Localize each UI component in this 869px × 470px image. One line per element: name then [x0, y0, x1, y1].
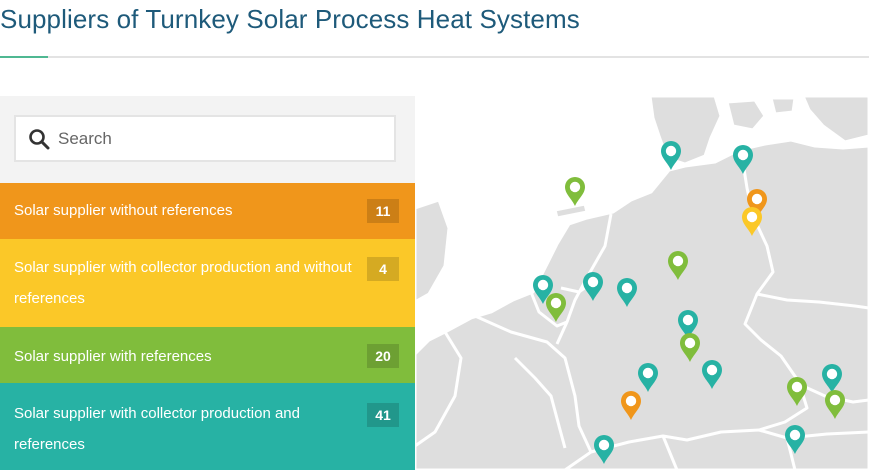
search-input[interactable]	[58, 117, 388, 160]
title-divider	[0, 56, 869, 58]
filter-sidebar: Solar supplier without references 11 Sol…	[0, 96, 415, 470]
map-marker-icon[interactable]	[583, 272, 603, 301]
category-count-badge: 11	[367, 199, 399, 223]
map-marker-icon[interactable]	[617, 278, 637, 307]
map-marker-icon[interactable]	[533, 275, 553, 304]
title-accent-bar	[0, 56, 48, 58]
supplier-map[interactable]	[415, 96, 869, 470]
map-marker-icon[interactable]	[787, 377, 807, 406]
map-borders	[415, 149, 869, 470]
map-marker-icon[interactable]	[825, 390, 845, 419]
category-yellow[interactable]: Solar supplier with collector production…	[0, 239, 415, 327]
map-marker-icon[interactable]	[742, 207, 762, 236]
map-marker-icon[interactable]	[565, 177, 585, 206]
map-marker-icon[interactable]	[678, 310, 698, 339]
map-marker-icon[interactable]	[621, 391, 641, 420]
map-marker-icon[interactable]	[638, 363, 658, 392]
category-teal[interactable]: Solar supplier with collector production…	[0, 383, 415, 470]
map-marker-icon[interactable]	[594, 435, 614, 464]
map-marker-icon[interactable]	[785, 425, 805, 454]
map-marker-icon[interactable]	[822, 364, 842, 393]
map-markers[interactable]	[533, 141, 845, 464]
category-label: Solar supplier without references	[14, 202, 233, 219]
map-land	[415, 96, 869, 470]
map-marker-icon[interactable]	[680, 333, 700, 362]
map-canvas[interactable]	[415, 96, 869, 470]
map-marker-icon[interactable]	[661, 141, 681, 170]
map-marker-icon[interactable]	[702, 360, 722, 389]
page-title: Suppliers of Turnkey Solar Process Heat …	[0, 4, 580, 34]
category-label: Solar supplier with collector production…	[14, 259, 352, 307]
search-icon	[29, 129, 50, 150]
map-marker-icon[interactable]	[546, 293, 566, 322]
category-label: Solar supplier with references	[14, 348, 212, 365]
category-count-badge: 41	[367, 403, 399, 427]
category-count-badge: 20	[367, 344, 399, 368]
category-orange[interactable]: Solar supplier without references 11	[0, 183, 415, 239]
category-green[interactable]: Solar supplier with references 20	[0, 327, 415, 383]
search-box[interactable]	[14, 115, 396, 162]
category-count-badge: 4	[367, 257, 399, 281]
map-marker-icon[interactable]	[668, 251, 688, 280]
category-label: Solar supplier with collector production…	[14, 405, 300, 453]
map-marker-icon[interactable]	[733, 145, 753, 174]
map-marker-icon[interactable]	[747, 189, 767, 218]
